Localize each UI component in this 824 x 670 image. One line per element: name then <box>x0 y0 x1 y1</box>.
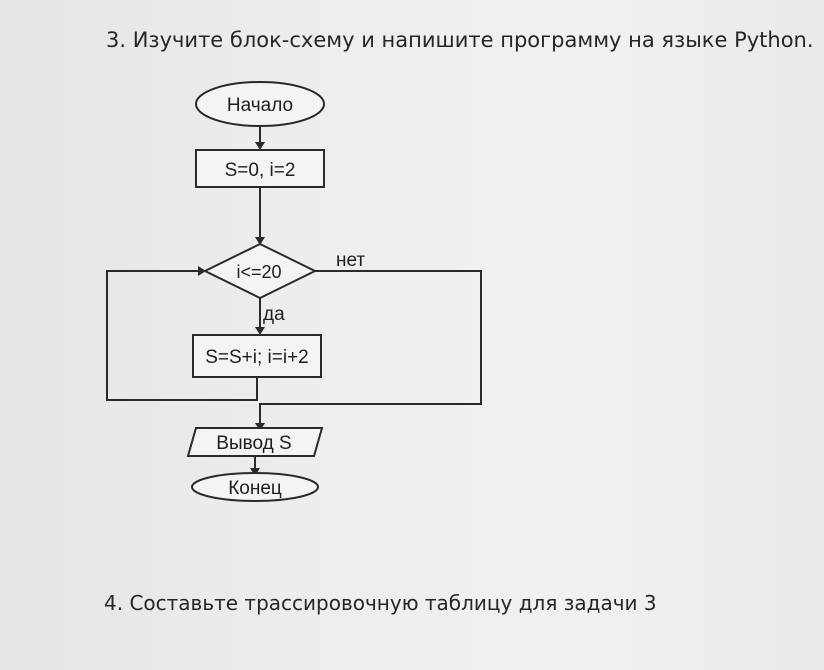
end-label: Конец <box>228 478 282 499</box>
arrow-head-icon <box>255 142 265 150</box>
start-label: Начало <box>227 95 293 116</box>
end-terminator <box>191 472 319 502</box>
no-branch-label: нет <box>336 250 365 271</box>
connector-no-branch <box>259 270 482 430</box>
init-label: S=0, i=2 <box>225 160 296 181</box>
task-3-heading: 3. Изучите блок-схему и напишите програм… <box>106 28 814 52</box>
arrow-head-icon <box>198 266 206 276</box>
yes-branch-label: да <box>263 304 285 325</box>
arrow-head-icon <box>255 237 265 245</box>
output-io-box <box>186 427 324 457</box>
loop-body-label: S=S+i; i=i+2 <box>205 347 309 368</box>
connector-loop-back <box>106 270 258 401</box>
task-4-heading: 4. Составьте трассировочную таблицу для … <box>104 591 657 615</box>
output-label: Вывод S <box>216 433 291 454</box>
arrow-head-icon <box>255 327 265 335</box>
condition-label: i<=20 <box>236 262 281 282</box>
